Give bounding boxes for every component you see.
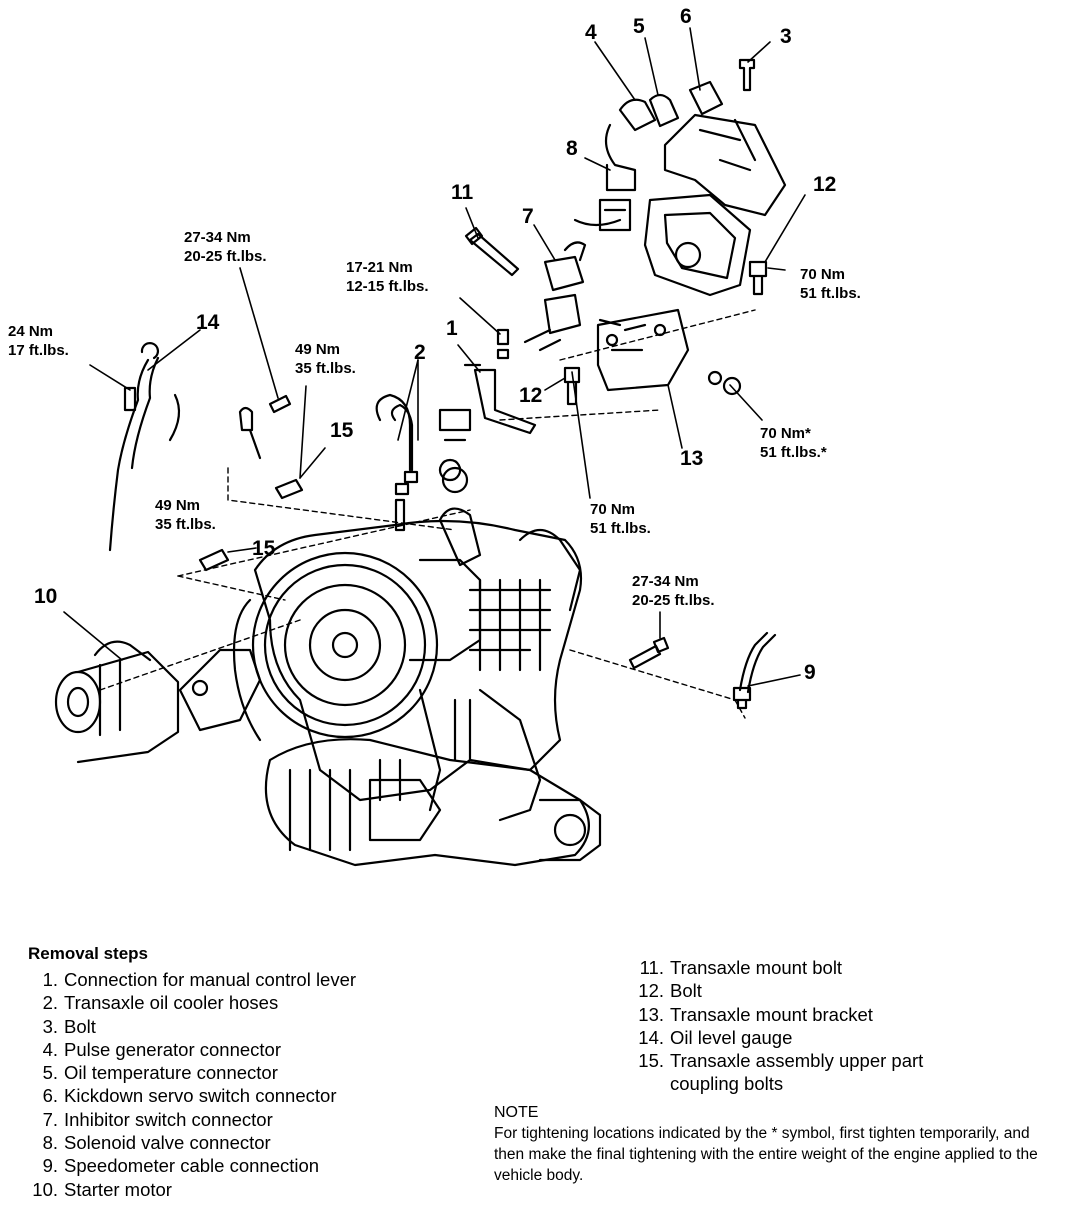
callout-13: 13	[680, 447, 704, 470]
callout-6: 6	[680, 5, 692, 28]
callout-4: 4	[585, 21, 597, 44]
exploded-view-drawing	[54, 27, 806, 867]
callout-1: 1	[446, 317, 458, 340]
list-item: 11.Transaxle mount bolt	[639, 957, 843, 978]
callout-12-left: 12	[519, 384, 543, 407]
callout-8: 8	[566, 137, 578, 160]
callout-7: 7	[522, 205, 534, 228]
cooler-hoses	[375, 393, 419, 532]
list-item: 10.Starter motor	[32, 1178, 172, 1200]
callout-12-right: 12	[813, 173, 837, 196]
mount-bracket-13	[596, 308, 742, 396]
callout-14: 14	[196, 311, 220, 334]
list-item: 6.Kickdown servo switch connector	[42, 1085, 337, 1107]
list-item: 9.Speedometer cable connection	[42, 1155, 320, 1177]
list-item: 13.Transaxle mount bracket	[638, 1003, 873, 1025]
starter-motor	[54, 640, 262, 764]
callout-10: 10	[34, 585, 58, 608]
manual-control-lever	[438, 328, 537, 494]
list-item: 7.Inhibitor switch connector	[42, 1108, 273, 1130]
transaxle-assembly	[232, 507, 583, 822]
callout-15-upper: 15	[330, 419, 354, 442]
callout-11: 11	[451, 181, 474, 204]
list-item: 5.Oil temperature connector	[42, 1062, 278, 1084]
list-item: 2.Transaxle oil cooler hoses	[42, 992, 279, 1014]
list-item: 12.Bolt	[638, 980, 702, 1002]
callout-2: 2	[414, 341, 426, 364]
mount-bolt-11	[464, 226, 520, 277]
speedometer-cable	[732, 631, 777, 710]
bolts-12	[563, 260, 768, 406]
oil-level-gauge	[108, 342, 181, 552]
callout-5: 5	[633, 15, 645, 38]
legend: Removal steps 1.Connection for manual co…	[26, 944, 1056, 1204]
removal-steps-list-left: 1.Connection for manual control lever 2.…	[32, 968, 356, 1201]
leader-lines	[63, 27, 806, 687]
note-text: For tightening locations indicated by th…	[494, 1125, 1038, 1184]
removal-steps-title: Removal steps	[28, 944, 148, 963]
torque-spec-starred: 70 Nm*51 ft.lbs.*	[760, 425, 827, 461]
callout-9: 9	[804, 661, 816, 684]
inhibitor-connector	[523, 241, 587, 352]
differential-housing	[264, 738, 602, 867]
callout-3: 3	[780, 25, 792, 48]
coupling-bolts-15	[198, 394, 304, 572]
list-item: 3.Bolt	[42, 1015, 96, 1037]
list-item: 1.Connection for manual control lever	[42, 969, 357, 990]
list-item: 4.Pulse generator connector	[42, 1038, 281, 1060]
note-title: NOTE	[494, 1104, 539, 1121]
note: NOTE For tightening locations indicated …	[494, 1102, 1064, 1186]
bolt-27-34-right	[628, 636, 670, 670]
upper-connectors	[573, 58, 787, 232]
removal-steps-list-right: 11.Transaxle mount bolt 12.Bolt 13.Trans…	[638, 956, 923, 1096]
callout-15-lower: 15	[252, 537, 276, 560]
list-item: 8.Solenoid valve connector	[42, 1132, 271, 1154]
list-item: 14.Oil level gauge	[638, 1026, 793, 1048]
mount-bracket-upper	[643, 193, 752, 297]
